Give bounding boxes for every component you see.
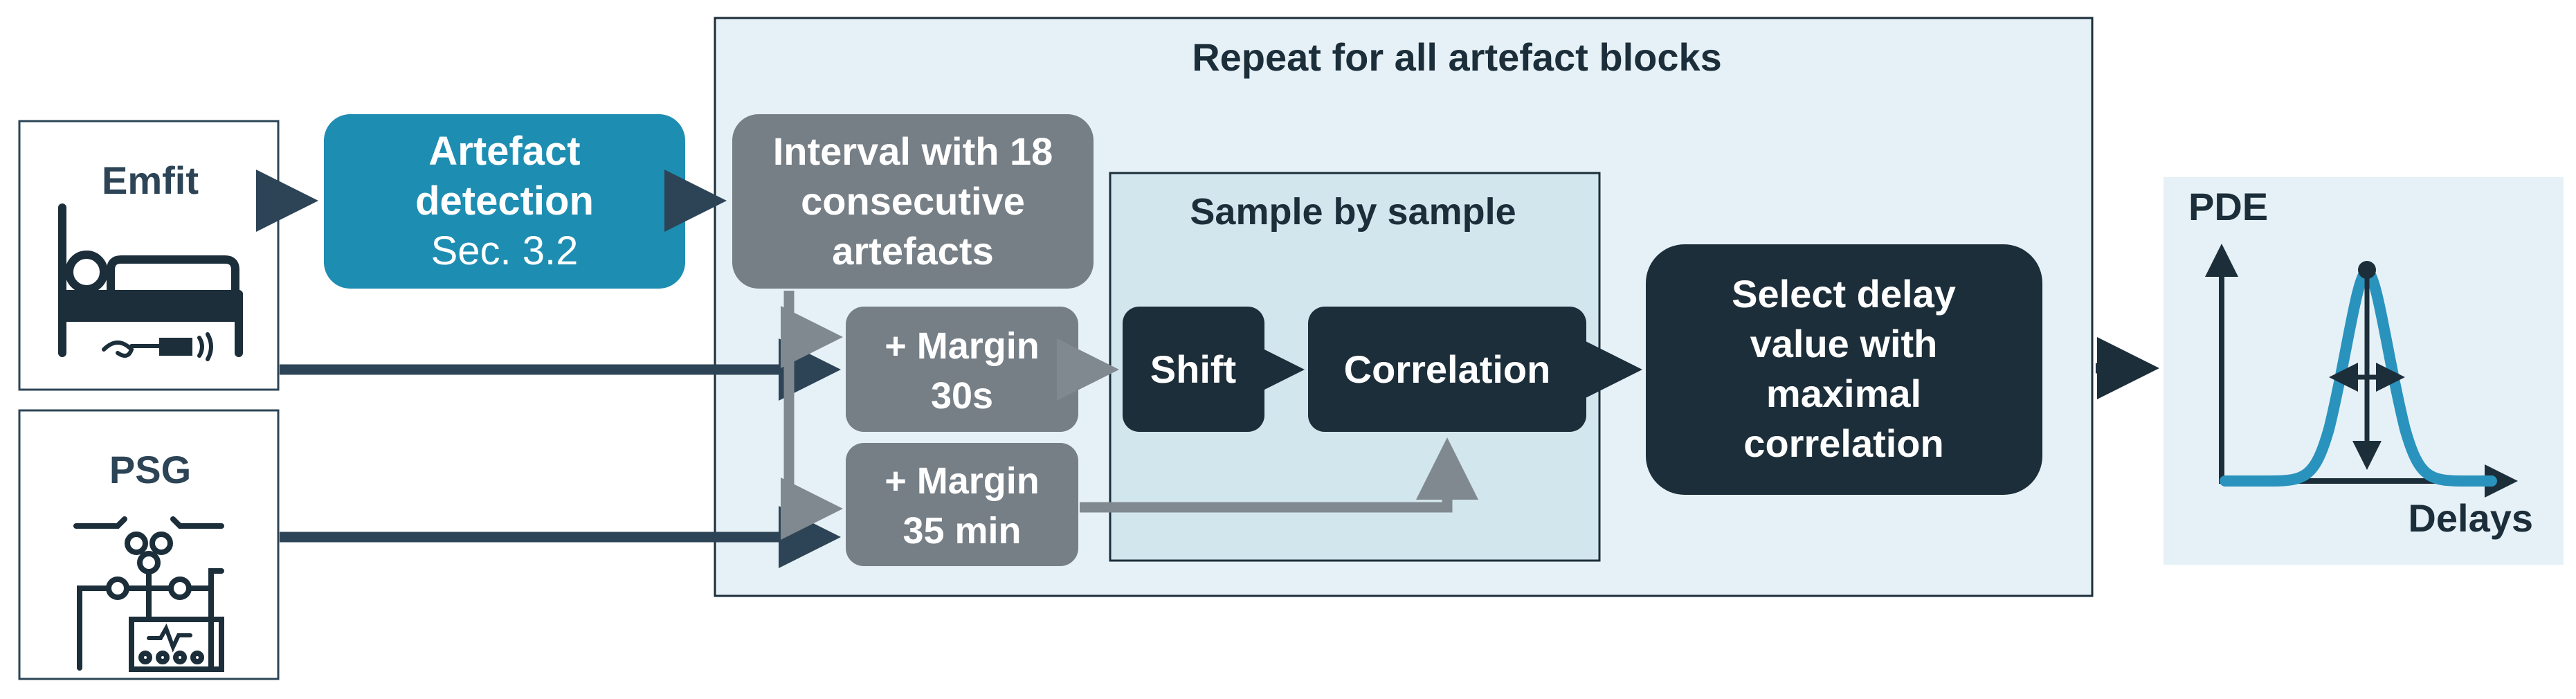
margin30-line2: 30s — [931, 375, 993, 417]
artefact-detection-box — [324, 114, 685, 289]
artefact-line3: Sec. 3.2 — [431, 228, 579, 273]
margin30-line1: + Margin — [885, 325, 1040, 367]
correlation-label: Correlation — [1344, 347, 1551, 391]
margin35-line1: + Margin — [885, 460, 1040, 502]
repeat-label: Repeat for all artefact blocks — [1192, 35, 1722, 79]
shift-label: Shift — [1150, 347, 1236, 391]
psg-device-icon — [73, 516, 224, 672]
select-line4: correlation — [1743, 421, 1943, 465]
pde-peak-marker — [2358, 261, 2376, 279]
psg-box — [18, 409, 280, 680]
arrow-margin35-to-correlation — [1080, 437, 1478, 513]
margin35-line2: 35 min — [902, 510, 1021, 552]
interval-box — [732, 114, 1094, 289]
margin-35min-box — [846, 443, 1078, 566]
interval-line3: artefacts — [832, 229, 993, 273]
bed-icon — [58, 203, 243, 361]
select-delay-box — [1646, 244, 2042, 495]
interval-line1: Interval with 18 — [773, 129, 1053, 173]
select-line1: Select delay — [1732, 272, 1956, 316]
pde-axis-label: PDE — [2188, 185, 2268, 228]
emfit-label: Emfit — [102, 158, 199, 202]
sample-label: Sample by sample — [1190, 191, 1516, 233]
shift-box — [1123, 307, 1264, 432]
artefact-line2: detection — [415, 179, 594, 224]
pde-plot-panel — [2164, 177, 2564, 565]
margin-30s-box — [846, 307, 1078, 432]
psg-label: PSG — [109, 448, 191, 491]
delays-axis-label: Delays — [2408, 496, 2533, 540]
interval-line2: consecutive — [801, 179, 1025, 223]
select-line2: value with — [1750, 322, 1938, 365]
select-line3: maximal — [1766, 372, 1921, 415]
correlation-box — [1308, 307, 1586, 432]
artefact-line1: Artefact — [428, 129, 580, 174]
